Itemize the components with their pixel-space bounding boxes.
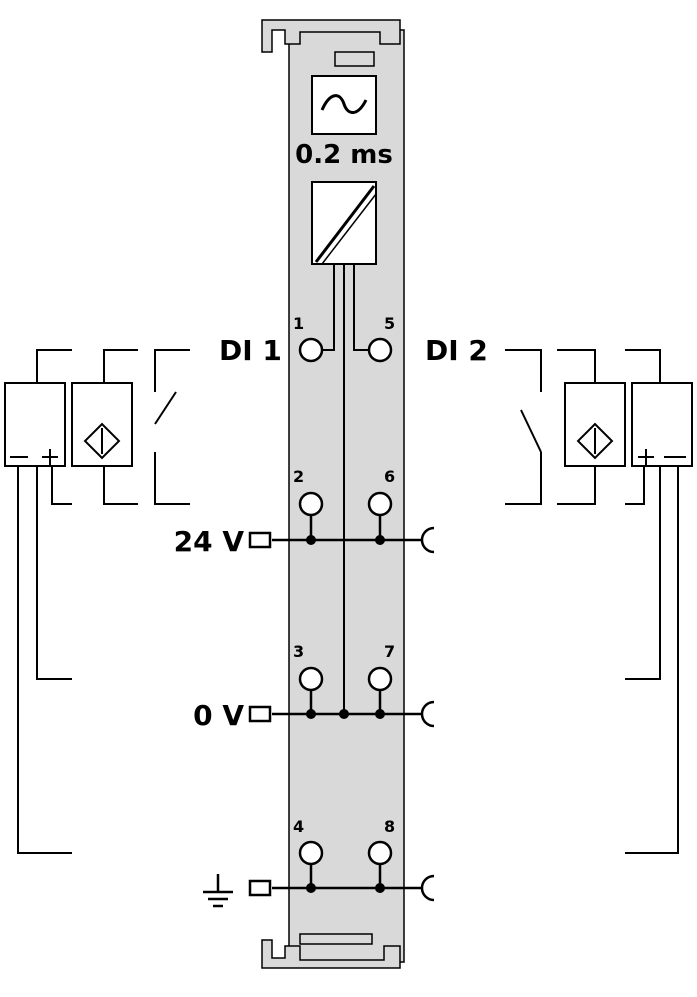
terminal-number: 7 bbox=[384, 642, 395, 661]
channel-label-right: DI 2 bbox=[425, 334, 488, 367]
terminal-2[interactable] bbox=[298, 491, 324, 517]
terminal-5[interactable] bbox=[367, 337, 393, 363]
right-supply-box bbox=[631, 382, 693, 467]
rail-connectors bbox=[248, 531, 272, 897]
left-supply-box bbox=[4, 382, 66, 467]
optocoupler-block bbox=[311, 181, 377, 265]
internal-wiring bbox=[322, 264, 368, 714]
jumper-contact-24v bbox=[420, 526, 435, 554]
rail-label-0v: 0 V bbox=[193, 699, 244, 732]
jumper-contact-0v bbox=[420, 700, 435, 728]
terminal-3[interactable] bbox=[298, 666, 324, 692]
terminals bbox=[298, 337, 393, 866]
right-sensor-box bbox=[564, 382, 626, 467]
tilde-sine-wave-icon bbox=[320, 94, 368, 114]
rail-label-24v: 24 V bbox=[174, 525, 245, 558]
left-field-wiring bbox=[17, 349, 190, 854]
optocoupler-diagonal-icon bbox=[314, 185, 376, 263]
junction-dots bbox=[306, 535, 385, 893]
terminal-7[interactable] bbox=[367, 666, 393, 692]
channel-label-left: DI 1 bbox=[219, 334, 282, 367]
terminal-4[interactable] bbox=[298, 840, 324, 866]
terminal-number: 3 bbox=[293, 642, 304, 661]
terminal-number: 6 bbox=[384, 467, 395, 486]
terminal-numbers: 1 2 3 4 5 6 7 8 bbox=[293, 314, 395, 836]
ground-symbol-icon bbox=[203, 874, 233, 908]
top-latch bbox=[261, 19, 401, 67]
right-field-wiring bbox=[505, 349, 679, 854]
terminal-number: 8 bbox=[384, 817, 395, 836]
terminal-1[interactable] bbox=[298, 337, 324, 363]
terminal-number: 2 bbox=[293, 467, 304, 486]
terminal-number: 4 bbox=[293, 817, 304, 836]
filter-time-label: 0.2 ms bbox=[295, 140, 393, 170]
bottom-latch bbox=[261, 933, 401, 969]
terminal-6[interactable] bbox=[367, 491, 393, 517]
terminal-number: 1 bbox=[293, 314, 304, 333]
rails bbox=[272, 515, 435, 902]
filter-block: 0.2 ms bbox=[295, 75, 393, 170]
terminal-number: 5 bbox=[384, 314, 395, 333]
jumper-contact-ground bbox=[420, 874, 435, 902]
left-sensor-box bbox=[71, 382, 133, 467]
terminal-8[interactable] bbox=[367, 840, 393, 866]
